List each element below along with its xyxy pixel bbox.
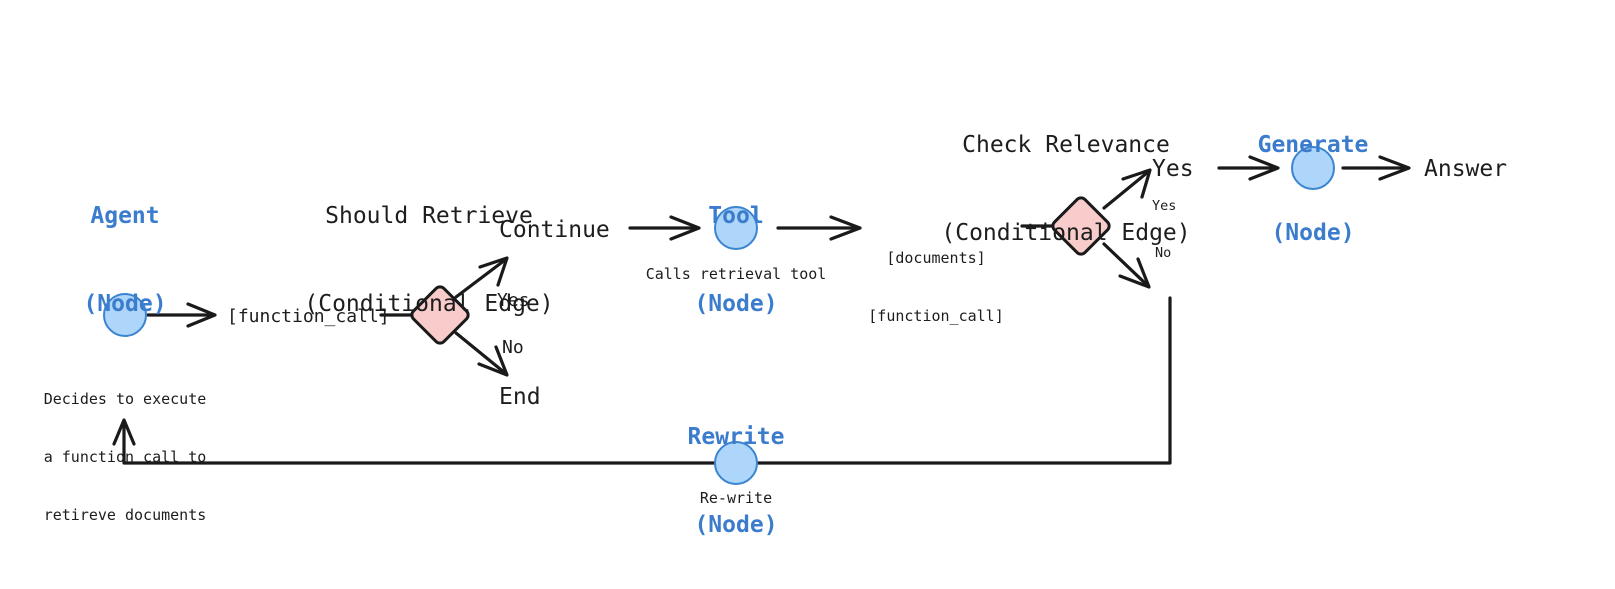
heading-generate-line2: (Node): [1271, 220, 1355, 247]
heading-rewrite-line2: (Node): [694, 512, 778, 539]
heading-should-retrieve-line1: Should Retrieve: [325, 202, 533, 229]
heading-generate-line1: Generate: [1257, 131, 1369, 158]
heading-agent-line1: Agent: [90, 202, 160, 229]
caption-tool: Calls retrieval tool: [645, 265, 827, 283]
caption-agent-line3: retireve documents: [43, 505, 207, 524]
node-generate-circle[interactable]: [1291, 146, 1335, 190]
heading-rewrite: Rewrite (Node): [688, 364, 785, 589]
heading-check-relevance-line1: Check Relevance: [962, 131, 1170, 158]
heading-check-relevance: Check Relevance (Conditional Edge): [941, 72, 1190, 308]
edge-label-end: End: [499, 384, 541, 410]
heading-check-relevance-line2: (Conditional Edge): [941, 220, 1191, 247]
heading-tool: Tool (Node): [694, 143, 777, 379]
edge-label-documents-function-call: [function_call]: [868, 306, 1004, 325]
edge-label-documents: [documents]: [886, 249, 986, 268]
edge-label-yes-check-relevance: Yes: [1152, 198, 1177, 214]
caption-agent-line2: a function call to: [43, 447, 207, 466]
edge-continue-to-tool: [628, 215, 701, 241]
heading-agent: Agent (Node): [83, 143, 166, 379]
edge-label-answer: Answer: [1424, 156, 1508, 182]
edge-label-yes-should-retrieve: Yes: [497, 290, 530, 311]
edge-label-no-should-retrieve: No: [502, 337, 524, 358]
heading-tool-line2: (Node): [694, 291, 778, 318]
heading-agent-line2: (Node): [83, 291, 167, 318]
heading-tool-line1: Tool: [708, 202, 764, 229]
heading-should-retrieve-line2: (Conditional Edge): [304, 291, 554, 318]
edge-label-documents-block: [documents] [function_call]: [868, 211, 1003, 365]
edge-label-yes-generate: Yes: [1152, 156, 1194, 182]
edge-label-no-check-relevance: No: [1155, 245, 1172, 261]
edge-tool-to-documents: [776, 215, 862, 241]
node-tool-circle[interactable]: [714, 206, 758, 250]
edge-label-continue: Continue: [499, 217, 610, 243]
node-agent-circle[interactable]: [103, 293, 147, 337]
heading-rewrite-line1: Rewrite: [687, 423, 785, 450]
edge-label-function-call: [function_call]: [227, 306, 390, 327]
heading-generate: Generate (Node): [1258, 72, 1369, 308]
heading-should-retrieve: Should Retrieve (Conditional Edge): [304, 143, 553, 379]
node-rewrite-circle[interactable]: [714, 441, 758, 485]
caption-agent-line1: Decides to execute: [43, 390, 207, 409]
caption-rewrite: Re-write: [699, 489, 773, 507]
caption-agent: Decides to execute a function call to re…: [44, 352, 207, 563]
